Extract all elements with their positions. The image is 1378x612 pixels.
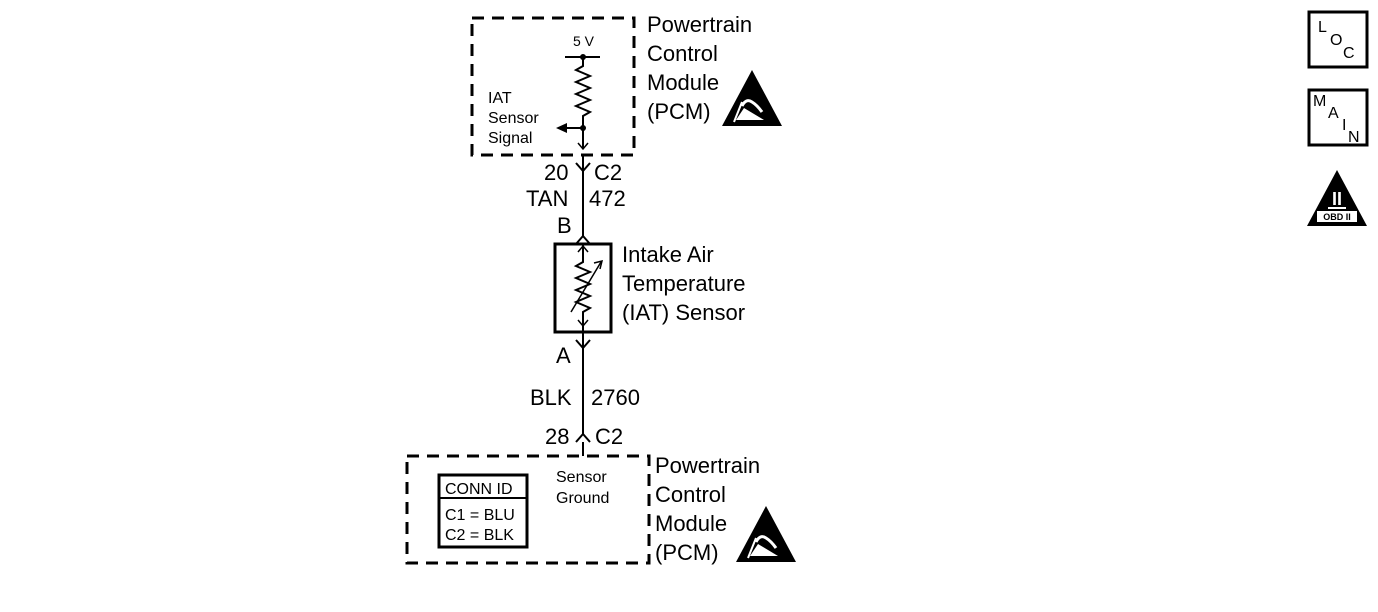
bottom-pcm-name: Powertrain Control Module (PCM): [655, 453, 760, 565]
bottom-wire-color: BLK: [530, 385, 572, 410]
top-pcm-name: Powertrain Control Module (PCM): [647, 12, 752, 124]
top-connector-id: C2: [594, 160, 622, 185]
bottom-circuit-number: 2760: [591, 385, 640, 410]
top-circuit-number: 472: [589, 186, 626, 211]
bottom-connector-id: C2: [595, 424, 623, 449]
main-letter-1: M: [1313, 93, 1326, 110]
loc-letter-1: L: [1318, 19, 1327, 36]
bottom-pin-number: 28: [545, 424, 569, 449]
sensor-name-line2: Temperature: [622, 271, 746, 296]
conn-id-row-2: C2 = BLK: [445, 527, 514, 544]
top-pcm-name-line2: Control: [647, 41, 718, 66]
main-button[interactable]: M A I N: [1307, 88, 1369, 147]
loc-letter-3: C: [1343, 45, 1355, 62]
bottom-pcm-name-line1: Powertrain: [655, 453, 760, 478]
conn-id-title: CONN ID: [445, 481, 513, 498]
sensor-name-line3: (IAT) Sensor: [622, 300, 745, 325]
ground-label-line1: Sensor: [556, 469, 607, 486]
obd-label: OBD II: [1323, 212, 1351, 222]
loc-letter-2: O: [1330, 32, 1342, 49]
signal-label-line2: Sensor: [488, 110, 539, 127]
bottom-pcm-name-line3: Module: [655, 511, 727, 536]
main-letter-4: N: [1348, 129, 1360, 146]
iat-sensor: Intake Air Temperature (IAT) Sensor: [553, 242, 746, 334]
top-pcm-dashed-border: [470, 16, 636, 157]
conn-id-table: CONN ID C1 = BLU C2 = BLK: [437, 473, 529, 549]
signal-arrow-icon: [556, 123, 567, 133]
main-letter-2: A: [1328, 105, 1339, 122]
sensor-pin-a-label: A: [556, 343, 571, 368]
top-pcm-name-line4: (PCM): [647, 99, 711, 124]
internal-arrow-icon: [577, 142, 589, 151]
sensor-pin-b-label: B: [557, 213, 572, 238]
esd-warning-icon: [736, 506, 796, 562]
loc-button[interactable]: L O C: [1307, 10, 1369, 69]
supply-voltage-label: 5 V: [573, 33, 595, 49]
thermistor-symbol: [573, 256, 593, 320]
top-connector: 20 C2 TAN 472 B: [526, 155, 626, 245]
bottom-connector: A BLK 2760 28 C2: [530, 332, 640, 456]
signal-label-line1: IAT: [488, 90, 512, 107]
top-pcm-name-line1: Powertrain: [647, 12, 752, 37]
bottom-pcm-pin-symbol: [575, 432, 591, 443]
main-letter-3: I: [1342, 117, 1346, 134]
conn-id-row-1: C1 = BLU: [445, 507, 515, 524]
esd-warning-icon: [722, 70, 782, 126]
bottom-pcm-name-line2: Control: [655, 482, 726, 507]
sensor-name-line1: Intake Air: [622, 242, 714, 267]
bottom-pcm-name-line4: (PCM): [655, 540, 719, 565]
top-pcm-name-line3: Module: [647, 70, 719, 95]
top-pcm-module: 5 V IAT Sensor Signal: [470, 16, 636, 157]
obd-numeral: II: [1332, 189, 1342, 209]
thermistor-variable-line: [570, 261, 602, 313]
bottom-pcm-module: Sensor Ground CONN ID C1 = BLU C2 = BLK: [405, 454, 651, 565]
pullup-resistor: [573, 57, 593, 128]
obd-ii-button[interactable]: II OBD II: [1307, 170, 1367, 226]
top-wire-color: TAN: [526, 186, 568, 211]
top-pin-number: 20: [544, 160, 568, 185]
bottom-pcm-dashed-border: [405, 454, 651, 565]
signal-label-line3: Signal: [488, 130, 532, 147]
ground-label-line2: Ground: [556, 490, 609, 507]
sensor-pin-b-symbol: [575, 234, 591, 245]
